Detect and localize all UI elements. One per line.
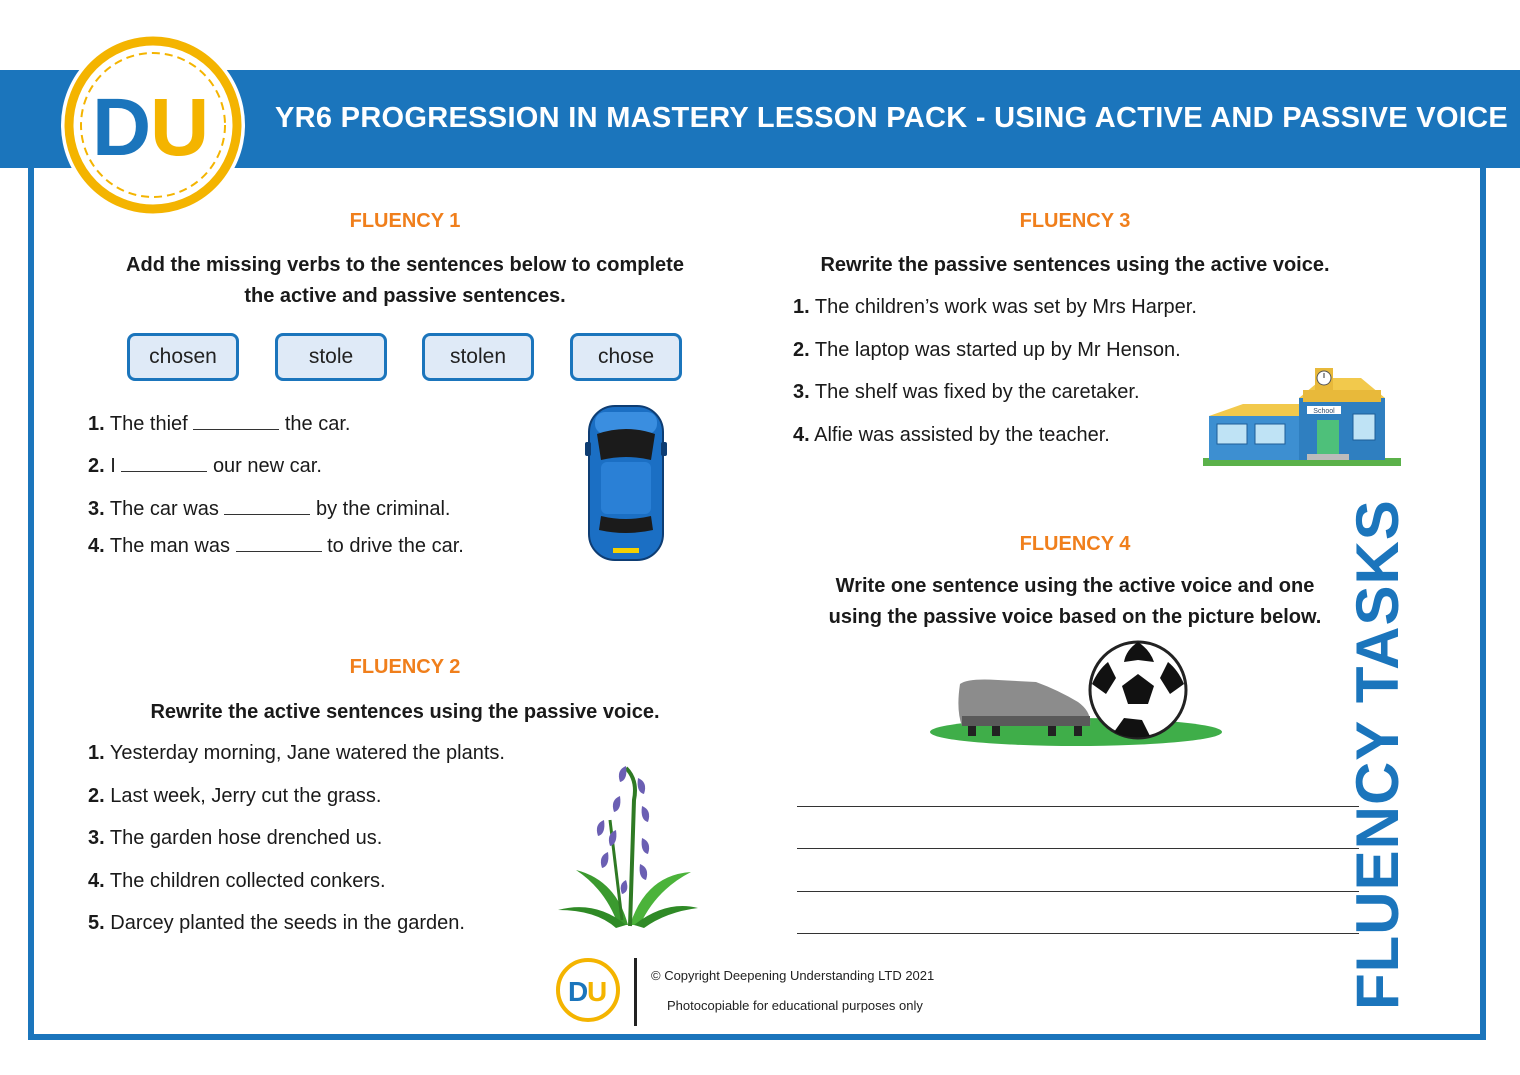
- header-title: YR6 PROGRESSION IN MASTERY LESSON PACK -…: [275, 102, 1509, 134]
- item-text-before: I: [110, 455, 116, 477]
- svg-text:U: U: [150, 82, 209, 173]
- boot-and-football-illustration: [930, 640, 1222, 746]
- du-logo: D U: [61, 33, 245, 217]
- word-box-chosen: chosen: [127, 333, 239, 381]
- item-text-before: The thief: [109, 413, 188, 435]
- fluency4-instruction-line2: using the passive voice based on the pic…: [828, 606, 1322, 628]
- fluency1-title: FLUENCY 1: [349, 210, 461, 232]
- fluency3-item-1: 1. The children’s work was set by Mrs Ha…: [793, 296, 1197, 319]
- item-number: 2.: [793, 339, 810, 361]
- fluency3-item-2: 2. The laptop was started up by Mr Henso…: [793, 339, 1181, 362]
- word-box-chose: chose: [570, 333, 682, 381]
- car-illustration: [585, 405, 667, 561]
- answer-blank[interactable]: [224, 514, 311, 515]
- item-text: Yesterday morning, Jane watered the plan…: [109, 742, 505, 764]
- fluency2-item-3: 3. The garden hose drenched us.: [88, 827, 382, 850]
- fluency3-item-4: 4. Alfie was assisted by the teacher.: [793, 424, 1110, 447]
- fluency4-title: FLUENCY 4: [1019, 533, 1131, 555]
- item-number: 2.: [88, 785, 105, 807]
- item-text-before: The car was: [109, 498, 219, 520]
- item-text: The garden hose drenched us.: [109, 827, 383, 849]
- item-text: Last week, Jerry cut the grass.: [110, 785, 382, 807]
- fluency2-item-1: 1. Yesterday morning, Jane watered the p…: [88, 742, 505, 765]
- item-number: 4.: [793, 424, 810, 446]
- word-box-stolen: stolen: [422, 333, 534, 381]
- svg-text:D: D: [568, 976, 588, 1007]
- fluency1-instruction: Add the missing verbs to the sentences b…: [70, 250, 740, 312]
- item-text: Darcey planted the seeds in the garden.: [110, 912, 465, 934]
- answer-line-4[interactable]: [797, 933, 1359, 934]
- fluency1-item-1: 1. The thief the car.: [88, 413, 350, 436]
- item-number: 2.: [88, 455, 105, 477]
- fluency2-instruction: Rewrite the active sentences using the p…: [150, 701, 660, 723]
- word-box-stole: stole: [275, 333, 387, 381]
- item-text-after: to drive the car.: [327, 535, 464, 557]
- answer-line-3[interactable]: [797, 891, 1359, 892]
- item-number: 3.: [793, 381, 810, 403]
- fluency3-item-3: 3. The shelf was fixed by the caretaker.: [793, 381, 1140, 404]
- item-number: 1.: [88, 742, 105, 764]
- fluency3-instruction: Rewrite the passive sentences using the …: [820, 254, 1330, 276]
- item-text: The shelf was fixed by the caretaker.: [814, 381, 1140, 403]
- item-number: 3.: [88, 498, 105, 520]
- fluency2-item-5: 5. Darcey planted the seeds in the garde…: [88, 912, 465, 935]
- svg-text:D: D: [92, 82, 151, 173]
- answer-blank[interactable]: [121, 471, 208, 472]
- fluency1-instruction-line2: the active and passive sentences.: [244, 285, 566, 307]
- fluency2-item-4: 4. The children collected conkers.: [88, 870, 386, 893]
- item-text-after: by the criminal.: [315, 498, 451, 520]
- fluency4-instruction-line1: Write one sentence using the active voic…: [835, 575, 1315, 597]
- school-sign-text: School: [1313, 408, 1335, 415]
- fluency2-title: FLUENCY 2: [349, 656, 461, 678]
- footer-copyright: © Copyright Deepening Understanding LTD …: [651, 968, 935, 983]
- footer-du-logo: D U: [556, 958, 620, 1022]
- header-bar: [0, 70, 1520, 168]
- fluency1-item-3: 3. The car was by the criminal.: [88, 498, 450, 521]
- answer-blank[interactable]: [193, 429, 280, 430]
- fluency1-instruction-line1: Add the missing verbs to the sentences b…: [126, 254, 684, 276]
- side-title: FLUENCY TASKS: [1344, 499, 1411, 1010]
- bluebell-illustration: [558, 766, 698, 928]
- item-text: The laptop was started up by Mr Henson.: [814, 339, 1181, 361]
- item-text-before: The man was: [109, 535, 230, 557]
- svg-text:U: U: [587, 976, 607, 1007]
- fluency4-instruction: Write one sentence using the active voic…: [760, 571, 1390, 633]
- item-text-after: the car.: [284, 413, 351, 435]
- answer-line-1[interactable]: [797, 806, 1359, 807]
- fluency3-title: FLUENCY 3: [1019, 210, 1131, 232]
- footer-note: Photocopiable for educational purposes o…: [667, 998, 923, 1013]
- answer-line-2[interactable]: [797, 848, 1359, 849]
- item-number: 1.: [793, 296, 810, 318]
- fluency1-item-2: 2. I our new car.: [88, 455, 322, 478]
- item-text: Alfie was assisted by the teacher.: [814, 424, 1110, 446]
- item-text-after: our new car.: [212, 455, 322, 477]
- item-number: 3.: [88, 827, 105, 849]
- item-number: 4.: [88, 535, 105, 557]
- item-number: 1.: [88, 413, 105, 435]
- item-number: 5.: [88, 912, 105, 934]
- answer-blank[interactable]: [235, 551, 322, 552]
- item-number: 4.: [88, 870, 105, 892]
- fluency1-item-4: 4. The man was to drive the car.: [88, 535, 464, 558]
- school-illustration: School: [1203, 368, 1401, 466]
- footer-divider: [634, 958, 637, 1026]
- item-text: The children’s work was set by Mrs Harpe…: [814, 296, 1197, 318]
- fluency2-item-2: 2. Last week, Jerry cut the grass.: [88, 785, 381, 808]
- item-text: The children collected conkers.: [109, 870, 386, 892]
